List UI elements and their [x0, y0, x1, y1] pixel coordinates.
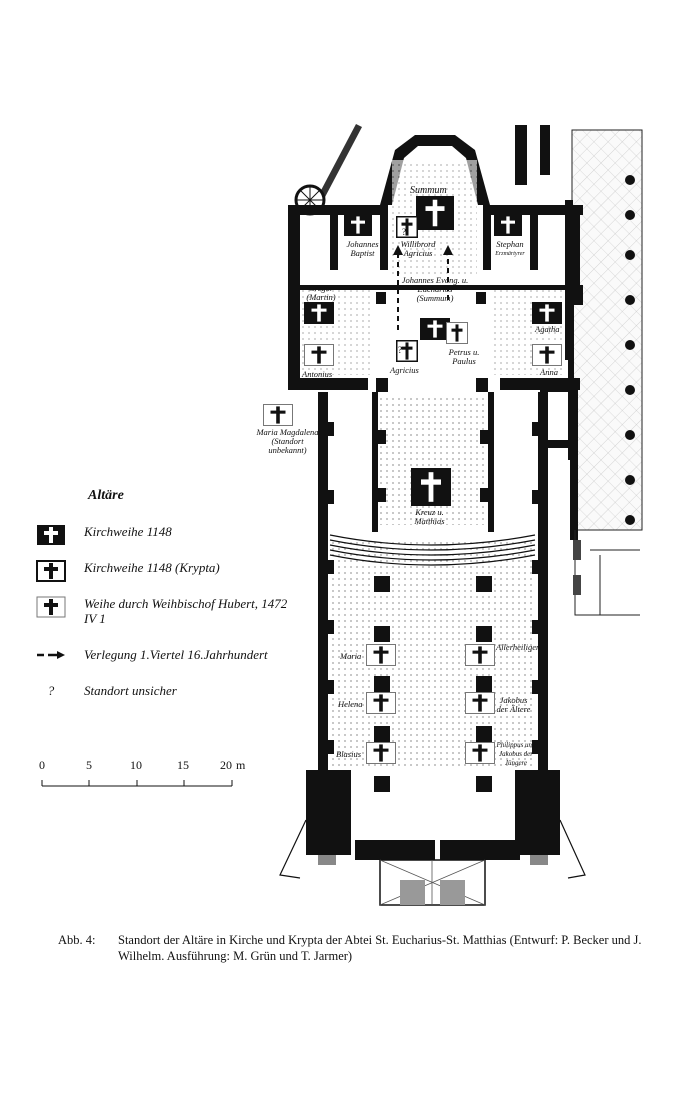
scale-tick-5: 5 [86, 758, 92, 772]
altar-label-agatha: Agatha [535, 324, 560, 334]
question-mark-icon: ? [47, 683, 55, 698]
wall-fragment [318, 124, 362, 199]
church-walls [288, 135, 583, 860]
cross-framed-black-icon [36, 560, 66, 582]
dashed-arrow-icon [37, 651, 65, 659]
altar-allerheiligen-icon [465, 644, 495, 666]
legend-item-unsicher: ? Standort unsicher [36, 683, 294, 713]
altar-gregor-icon [304, 302, 334, 324]
altar-label-maria-magdalena: Maria Magdalena (Standort unbekannt) [256, 427, 319, 455]
altar-antonius-icon [304, 344, 334, 366]
legend-item-krypta: Kirchweihe 1148 (Krypta) [36, 560, 294, 590]
scale-unit: m [236, 758, 246, 772]
altar-label-anna: Anna [540, 367, 558, 377]
altar-helena-icon [366, 692, 396, 714]
legend-title: Altäre [88, 488, 124, 503]
altar-maria-icon [366, 644, 396, 666]
altar-label-jakobus: Jakobus der Ältere [496, 695, 531, 714]
legend-item-verlegung: Verlegung 1.Viertel 16.Jahrhundert [36, 647, 294, 677]
piers [322, 292, 544, 792]
altar-anna-icon [532, 344, 562, 366]
west-porch [279, 819, 586, 906]
question-mark-agricius: ? [398, 345, 402, 355]
altar-kreuz-icon [411, 468, 451, 506]
caption-number: Abb. 4: [58, 933, 96, 947]
cloister [515, 125, 643, 616]
scale-tick-20: 20 [220, 758, 232, 772]
altar-petrus-icon [446, 322, 468, 344]
altar-label-antonius: Antonius [302, 369, 333, 379]
scale-tick-10: 10 [130, 758, 142, 772]
cross-black-filled-icon [37, 525, 65, 545]
altar-wilibrord-icon [396, 216, 418, 238]
altar-johannes-baptist-icon [344, 214, 372, 236]
altar-label-summum: Summum [410, 185, 447, 196]
steps [329, 534, 536, 566]
altar-label-blasius: Blasius [336, 749, 362, 759]
altar-philippus-icon [465, 742, 495, 764]
altar-label-petrus: Petrus u. Paulus [448, 347, 480, 366]
altar-maria-magdalena-icon [263, 404, 293, 426]
altar-label-allerheiligen: Allerheiligen [496, 642, 541, 652]
legend-text: Standort unsicher [84, 683, 177, 698]
legend-text: Kirchweihe 1148 (Krypta) [84, 560, 220, 575]
altar-stephan-icon [494, 214, 522, 236]
altar-label-maria: Maria [340, 651, 362, 661]
scale-tick-0: 0 [39, 758, 45, 772]
legend-text: Kirchweihe 1148 [84, 524, 172, 539]
altar-label-kreuz: Kreuz u. Matthias [414, 507, 445, 526]
altar-label-johannes-evang: Johannes Evang. u. Eucharius (Summum) [401, 275, 469, 303]
legend-item-1148: Kirchweihe 1148 [36, 524, 294, 554]
altar-agricius-icon [396, 340, 418, 362]
relocation-arrows [397, 255, 449, 330]
altar-jakobus-icon [465, 692, 495, 714]
altar-label-gregor: Gregor (Martin) [306, 283, 336, 302]
legend-item-hubert: Weihe durch Weihbischof Hubert, 1472 IV … [36, 596, 294, 632]
altar-blasius-icon [366, 742, 396, 764]
legend-text: Verlegung 1.Viertel 16.Jahrhundert [84, 647, 268, 662]
altar-label-stephan: Stephan [496, 239, 524, 249]
cross-outline-icon [36, 596, 66, 618]
scale-bar [41, 780, 233, 787]
caption-text: Standort der Altäre in Kirche und Krypta… [118, 933, 642, 963]
altar-label-wilibrord: Willibrord Agricius [400, 239, 436, 258]
altar-label-johannes-baptist: Johannes Baptist [346, 239, 379, 258]
altar-label-helena: Helena [338, 699, 363, 709]
altar-label-stephan-sub: Erzmärtyrer [495, 251, 525, 257]
altar-agatha-icon [532, 302, 562, 324]
altar-summum-icon [416, 196, 454, 230]
altar-label-philippus: Philippus und Jakobus der Jüngere [496, 741, 536, 767]
scale-tick-15: 15 [177, 758, 189, 772]
question-mark-wilibrord: ? [402, 227, 406, 237]
altar-label-agricius: Agricius [390, 365, 419, 375]
legend-text: Weihe durch Weihbischof Hubert, 1472 IV … [84, 596, 288, 626]
figure-caption: Abb. 4: Standort der Altäre in Kirche un… [58, 932, 658, 964]
